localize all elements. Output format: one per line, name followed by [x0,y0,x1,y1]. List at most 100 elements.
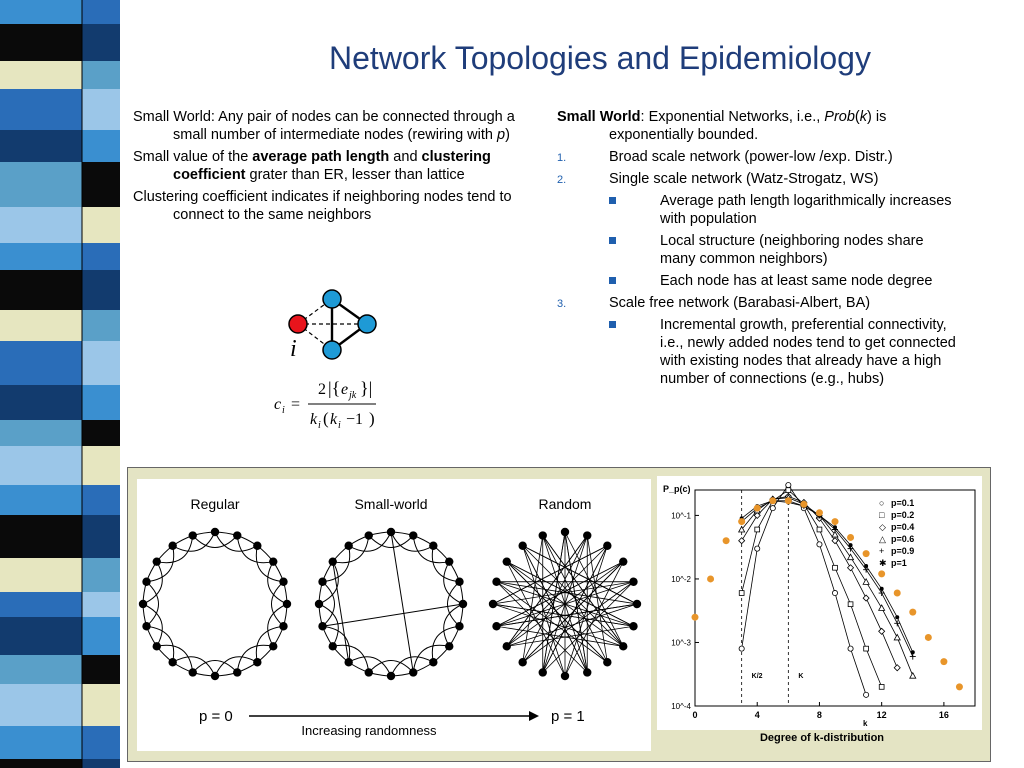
stripe-block [0,558,82,592]
node [429,541,438,550]
edge [496,561,624,627]
edge [522,561,624,663]
node [629,577,638,586]
edge [496,625,624,647]
data-point [848,543,853,548]
data-point [831,530,839,538]
node [344,658,353,667]
data-point [753,511,761,519]
edge [332,535,370,564]
y-tick-label: 10^-2 [671,575,691,584]
random-label: Random [539,496,592,512]
edge [522,535,544,663]
stripe-block [82,684,120,726]
series-line [741,489,883,688]
series [738,487,885,690]
clustering-formula: c i = 2 |{ e jk }| k i ( k i −1 ) [274,378,376,431]
svg-text:): ) [369,409,375,428]
edge [322,545,351,583]
stripe-block [82,446,120,485]
legend-entry: p=0.1 [891,498,914,508]
data-point [738,537,746,545]
stripe-block [0,420,82,446]
node [583,668,592,677]
edge [522,545,624,647]
node [538,668,547,677]
data-point [847,533,855,541]
node [314,599,324,609]
node [492,577,501,586]
stripe-block [82,515,120,558]
edge [348,531,392,552]
series [738,492,901,672]
square-bullet-icon [609,321,616,328]
svg-text:i: i [318,420,321,431]
square-bullet-icon [609,197,616,204]
plot-legend: ○p=0.1□p=0.2◇p=0.4△p=0.6+p=0.9✱p=1 [879,498,914,568]
series-line [741,484,867,695]
data-point [878,570,886,578]
node [210,671,220,681]
svg-text:c: c [274,396,281,413]
data-point [815,509,823,517]
stripe-block [82,617,120,655]
data-point [846,564,855,572]
edge [542,535,608,663]
edge [146,625,175,663]
svg-text:jk: jk [347,390,357,401]
data-point [909,671,917,679]
stripe-block [82,310,120,341]
data-point [847,645,854,652]
data-point [955,683,963,691]
stripe-block [0,655,82,684]
legend-marker-icon: ○ [879,498,884,508]
data-point [879,586,884,591]
stripe-block [82,341,120,385]
edge [172,531,216,552]
node-i-label: i [290,336,297,362]
plot-frame [694,489,976,707]
data-point [831,590,838,597]
node [152,642,161,651]
small-world-heading: Small World: Exponential Networks, i.e.,… [557,109,887,143]
data-point [877,604,886,611]
left-column: Small World: Any pair of nodes can be co… [133,108,528,228]
node [253,541,262,550]
stripe-block [82,420,120,446]
data-point [800,500,808,508]
node [138,599,148,609]
clustering-note: Clustering coefficient indicates if neig… [133,189,512,223]
edge [443,603,464,647]
legend-entry: p=0.6 [891,534,914,544]
data-point [893,633,901,641]
edge [492,603,624,647]
node [282,599,292,609]
stripe-block [0,515,82,558]
data-point [862,578,870,585]
edge [142,561,163,605]
sub-bullet: Average path length logarithmically incr… [557,192,962,228]
edge [506,545,608,647]
data-point [785,487,792,493]
edge [368,535,414,549]
reference-label: K/2 [752,673,763,680]
node [502,557,511,566]
node-right [357,314,377,334]
stripe-block [82,726,120,759]
node [328,642,337,651]
edge [542,531,566,673]
edge [318,603,339,647]
node [142,622,151,631]
node [318,622,327,631]
stripe-block [0,485,82,515]
edge [146,545,175,583]
edge [156,644,194,673]
data-point [863,645,869,652]
sub-bullet: Incremental growth, preferential connect… [557,316,962,388]
p-one-label: p = 1 [551,708,585,725]
edge [318,561,339,605]
node [233,531,242,540]
edge [522,581,634,663]
node [210,527,220,537]
path-length-note: Small value of the average path length a… [133,149,491,183]
